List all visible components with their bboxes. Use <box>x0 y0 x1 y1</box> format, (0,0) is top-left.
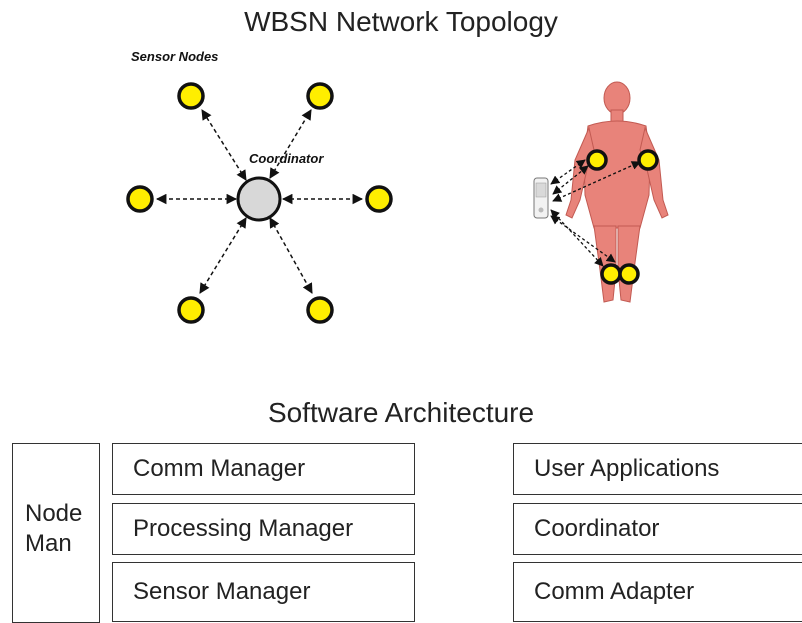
processing-manager-label: Processing Manager <box>133 515 354 542</box>
sensor-node <box>177 296 205 324</box>
node-manager-box: Node Man <box>12 443 100 623</box>
coordinator-box-label: Coordinator <box>534 515 660 542</box>
topology-title: WBSN Network Topology <box>244 6 558 37</box>
sensor-node <box>586 149 608 171</box>
user-applications-box: User Applications <box>513 443 802 495</box>
node-manager-label-line1: Node <box>25 500 83 527</box>
sensor-node <box>618 263 640 285</box>
sensor-node <box>126 185 154 213</box>
sensor-nodes-label: Sensor Nodes <box>131 49 219 64</box>
comm-manager-label: Comm Manager <box>133 455 306 482</box>
link-top-right <box>269 109 312 179</box>
comm-adapter-label: Comm Adapter <box>534 578 695 605</box>
comm-manager-box: Comm Manager <box>112 443 415 495</box>
coordinator-node <box>236 176 282 222</box>
architecture-title: Software Architecture <box>267 397 535 428</box>
sensor-manager-label: Sensor Manager <box>133 578 311 605</box>
sensor-manager-box: Sensor Manager <box>112 562 415 622</box>
sensor-node <box>306 82 334 110</box>
sensor-node <box>637 149 659 171</box>
node-manager-label-line2: Man <box>25 530 72 557</box>
sensor-node <box>600 263 622 285</box>
coordinator-box: Coordinator <box>513 503 802 555</box>
user-applications-label: User Applications <box>534 455 720 482</box>
sensor-node <box>365 185 393 213</box>
coordinator-label: Coordinator <box>249 151 324 166</box>
sensor-node <box>177 82 205 110</box>
link-top-left <box>201 109 247 181</box>
link-bottom-left <box>199 217 247 294</box>
processing-manager-box: Processing Manager <box>112 503 415 555</box>
phone-icon <box>533 177 549 219</box>
link-bottom-right <box>269 217 313 294</box>
body-sensor-nodes <box>586 149 659 285</box>
star-links <box>155 109 364 294</box>
body-links <box>550 159 641 267</box>
sensor-nodes <box>126 82 393 324</box>
comm-adapter-box: Comm Adapter <box>513 562 802 622</box>
sensor-node <box>306 296 334 324</box>
